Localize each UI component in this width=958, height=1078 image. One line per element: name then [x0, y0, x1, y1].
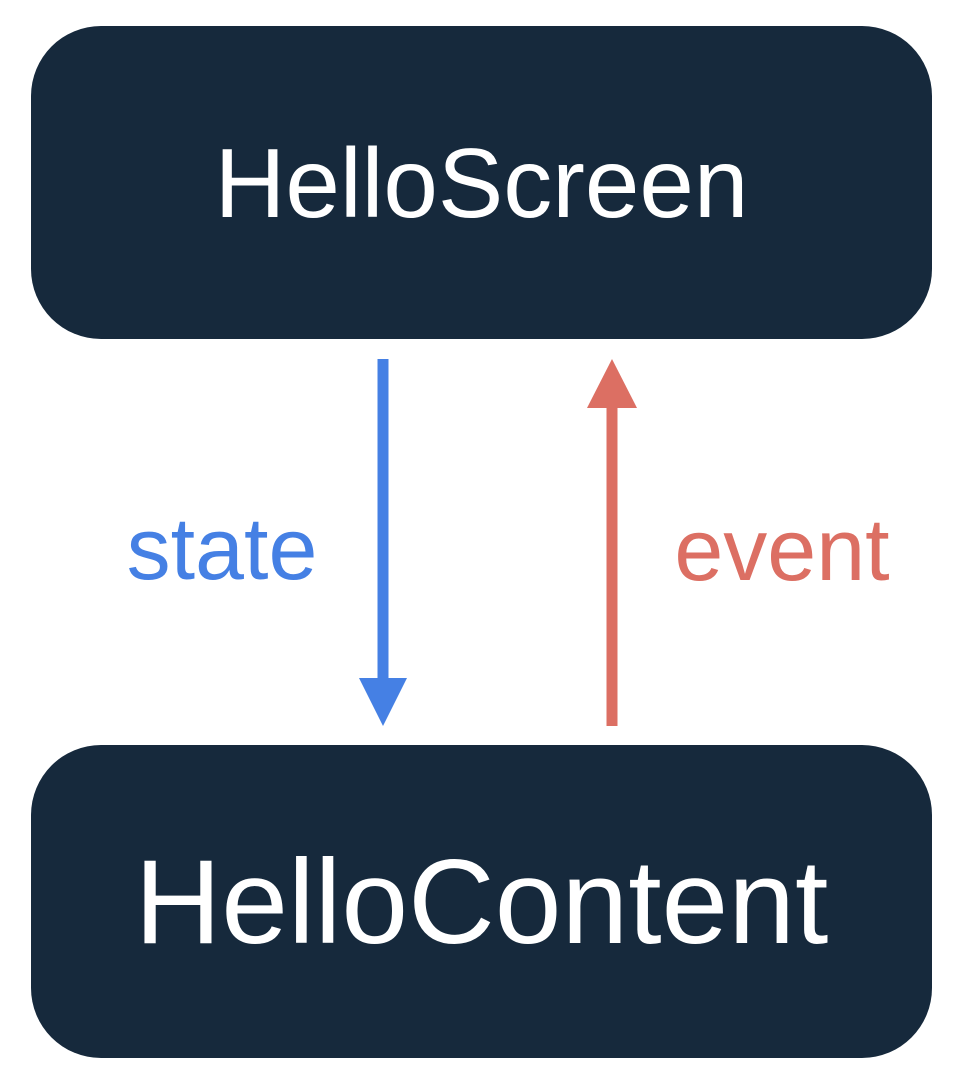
- event-arrow-shaft: [606, 407, 618, 726]
- state-arrow-shaft: [377, 359, 389, 685]
- state-label: state: [126, 499, 318, 598]
- hello-content-box: HelloContent: [31, 745, 932, 1058]
- hello-screen-box: HelloScreen: [31, 26, 932, 339]
- event-arrow: [587, 359, 637, 726]
- hello-screen-label: HelloScreen: [214, 127, 749, 238]
- arrow-up-icon: [587, 359, 637, 408]
- event-label: event: [674, 500, 890, 599]
- state-arrow: [359, 359, 407, 726]
- hello-content-label: HelloContent: [134, 834, 829, 969]
- arrow-down-icon: [359, 678, 407, 726]
